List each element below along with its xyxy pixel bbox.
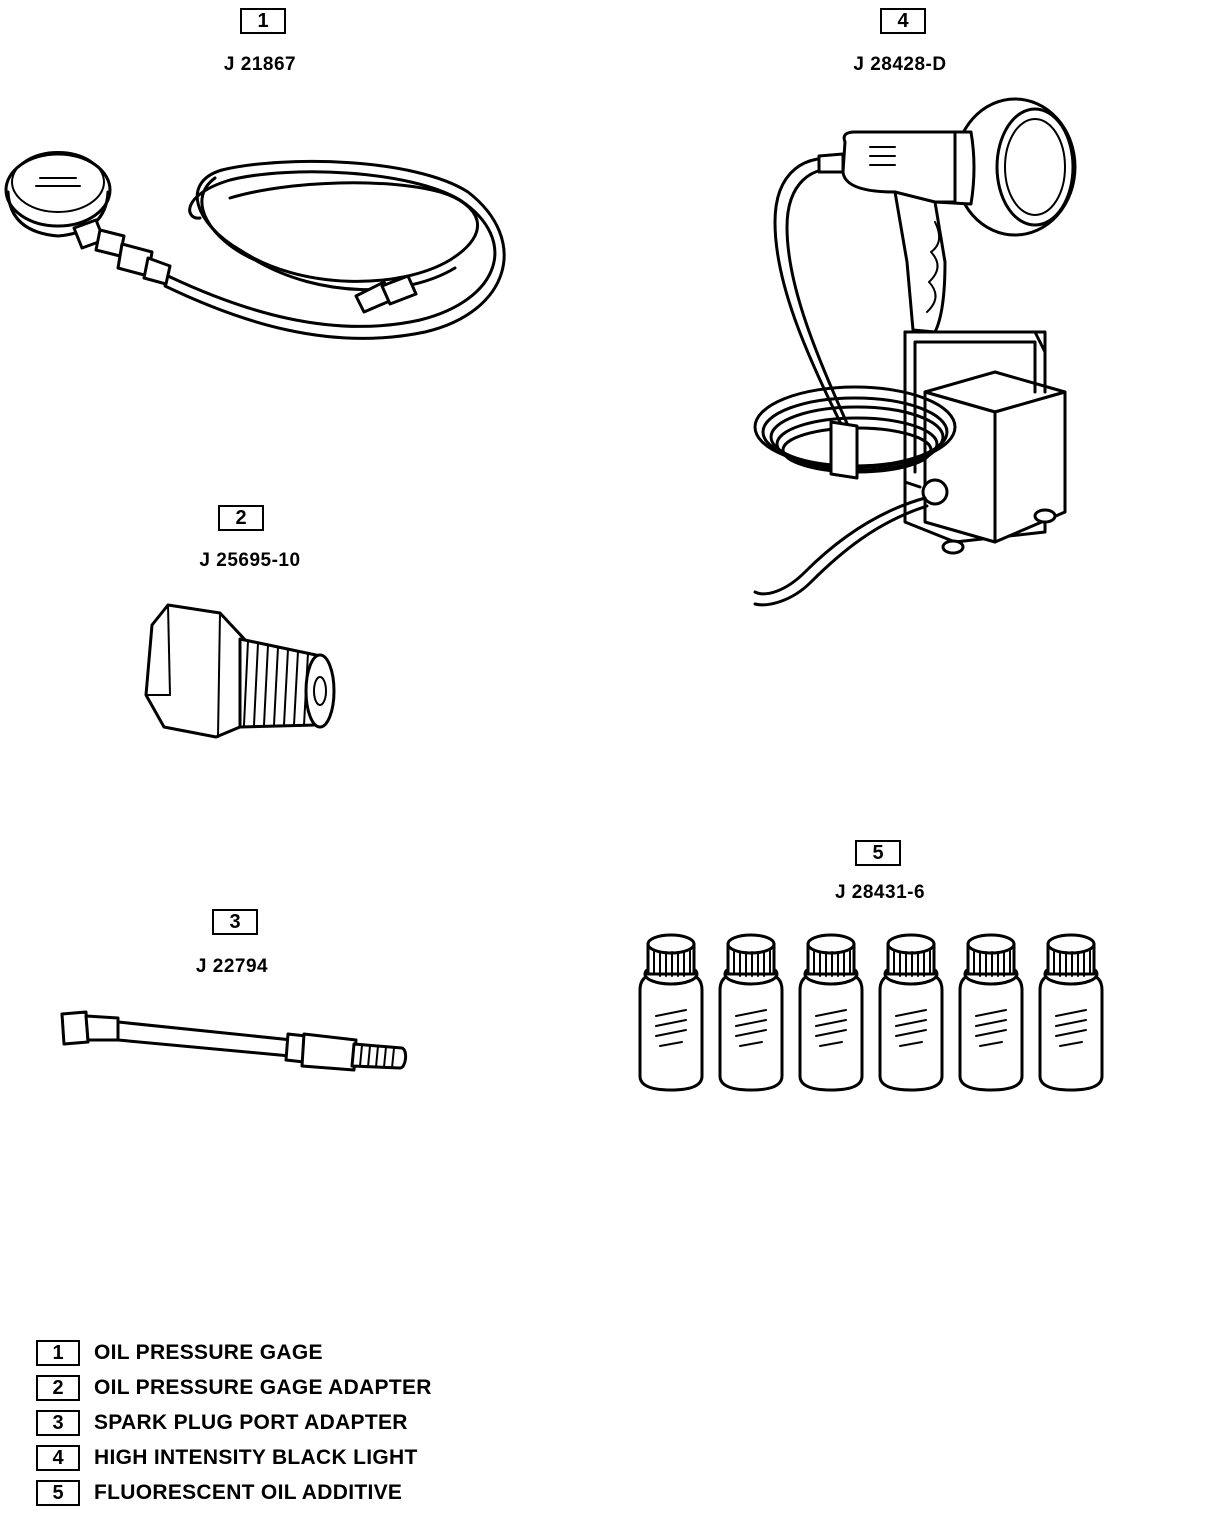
tool-3-part-number: J 22794 bbox=[195, 956, 269, 977]
legend-number-box: 4 bbox=[36, 1445, 80, 1471]
legend-label: OIL PRESSURE GAGE ADAPTER bbox=[94, 1376, 432, 1399]
legend-label: SPARK PLUG PORT ADAPTER bbox=[94, 1411, 408, 1434]
tool-4-number-box: 4 bbox=[880, 8, 926, 34]
tool-5-part-number: J 28431-6 bbox=[834, 882, 926, 903]
legend-number-box: 2 bbox=[36, 1375, 80, 1401]
oil-pressure-gage-adapter-illustration bbox=[140, 595, 350, 745]
tool-2-part-number: J 25695-10 bbox=[199, 550, 301, 571]
fluorescent-oil-additive-illustration bbox=[630, 930, 1130, 1100]
legend-label: FLUORESCENT OIL ADDITIVE bbox=[94, 1481, 403, 1504]
legend-label: HIGH INTENSITY BLACK LIGHT bbox=[94, 1446, 418, 1469]
oil-pressure-gage-illustration bbox=[0, 140, 520, 370]
legend-number-box: 3 bbox=[36, 1410, 80, 1436]
tool-3-number-box: 3 bbox=[212, 909, 258, 935]
legend-number-box: 5 bbox=[36, 1480, 80, 1506]
spark-plug-port-adapter-illustration bbox=[56, 1000, 416, 1080]
tool-5-number-box: 5 bbox=[855, 840, 901, 866]
tool-1-number-box: 1 bbox=[240, 8, 286, 34]
tool-4-part-number: J 28428-D bbox=[853, 54, 947, 75]
legend-label: OIL PRESSURE GAGE bbox=[94, 1341, 323, 1364]
tool-2-number-box: 2 bbox=[218, 505, 264, 531]
high-intensity-black-light-illustration bbox=[745, 92, 1085, 612]
tool-1-part-number: J 21867 bbox=[223, 54, 297, 75]
legend-number-box: 1 bbox=[36, 1340, 80, 1366]
